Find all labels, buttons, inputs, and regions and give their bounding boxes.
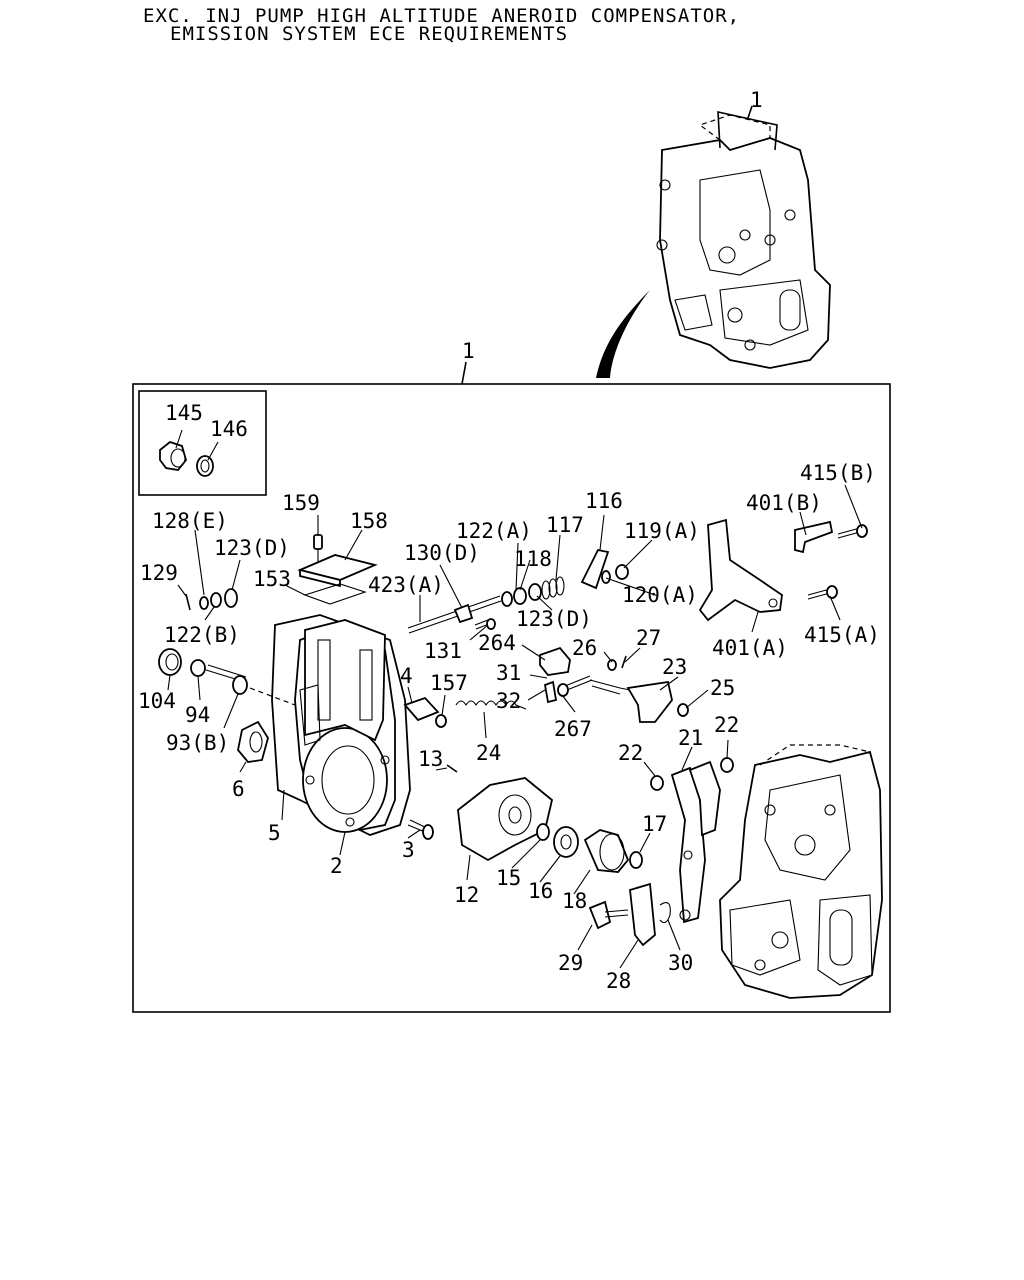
callout-label: 22 xyxy=(618,741,643,765)
lever-116 xyxy=(580,548,610,590)
spring-24 xyxy=(455,700,527,710)
header-title-line-2: EMISSION SYSTEM ECE REQUIREMENTS xyxy=(170,23,568,45)
callout-label: 159 xyxy=(282,491,320,515)
callout-label: 129 xyxy=(140,561,178,585)
callout-label: 5 xyxy=(268,821,281,845)
callout-label: 415(B) xyxy=(800,461,876,485)
pin-32 xyxy=(543,680,558,704)
bearing-16 xyxy=(553,826,579,858)
callout-label: 104 xyxy=(138,689,176,713)
callout-label: 117 xyxy=(546,513,584,537)
washer-22a xyxy=(650,775,664,791)
spring-117 xyxy=(541,576,565,600)
callout-label: 415(A) xyxy=(804,623,880,647)
callout-label: 128(E) xyxy=(152,509,228,533)
callout-label: 146 xyxy=(210,417,248,441)
callout-label: 24 xyxy=(476,741,501,765)
callout-label: 158 xyxy=(350,509,388,533)
callout-label: 123(D) xyxy=(214,536,290,560)
callout-label: 15 xyxy=(496,866,521,890)
callout-label: 130(D) xyxy=(404,541,480,565)
washer-15 xyxy=(536,823,550,841)
housing-bracket xyxy=(299,619,386,746)
callout-bracket-1-top xyxy=(717,110,778,151)
callout-label: 120(A) xyxy=(622,583,698,607)
callout-label: 1 xyxy=(462,339,475,363)
callout-label: 6 xyxy=(232,777,245,801)
callout-label: 264 xyxy=(478,631,516,655)
pin-29 xyxy=(588,900,629,930)
callout-label: 30 xyxy=(668,951,693,975)
pump-assembly-overview xyxy=(656,114,831,369)
lever-23 xyxy=(589,679,689,723)
callout-label: 23 xyxy=(662,655,687,679)
callout-label: 145 xyxy=(165,401,203,425)
callout-label: 157 xyxy=(430,671,468,695)
callout-label: 122(B) xyxy=(164,623,240,647)
pointer-arrow xyxy=(596,290,650,378)
exploded-view-frame xyxy=(132,383,891,1013)
callout-label: 28 xyxy=(606,969,631,993)
callout-labels: 1 1 145 146 159 158 128(E) 123(D) 129 15… xyxy=(138,88,880,993)
callout-label: 17 xyxy=(642,812,667,836)
leader-lines xyxy=(167,484,863,969)
inset-box xyxy=(138,390,267,496)
plate-28 xyxy=(629,882,656,947)
screw-159 xyxy=(313,534,323,562)
bracket-401b xyxy=(794,520,834,554)
callout-label: 267 xyxy=(554,717,592,741)
washer-22b xyxy=(720,757,734,773)
ring-17 xyxy=(629,851,643,869)
callout-label: 12 xyxy=(454,883,479,907)
callout-label: 131 xyxy=(424,639,462,663)
callout-label: 32 xyxy=(496,689,521,713)
callout-label: 16 xyxy=(528,879,553,903)
callout-label: 26 xyxy=(572,636,597,660)
callout-label: 18 xyxy=(562,889,587,913)
callout-label: 116 xyxy=(585,489,623,513)
flyweight-12 xyxy=(446,764,554,862)
header-title-line-1: EXC. INJ PUMP HIGH ALTITUDE ANEROID COMP… xyxy=(143,5,740,27)
washer-stack-left xyxy=(185,588,238,611)
block-264 xyxy=(539,646,571,676)
callout-label: 22 xyxy=(714,713,739,737)
inset-fitting xyxy=(159,429,219,477)
cap-6 xyxy=(237,720,269,763)
callout-label: 1 xyxy=(750,88,763,112)
lever-21 xyxy=(670,760,721,924)
callout-label: 29 xyxy=(558,951,583,975)
callout-label: 93(B) xyxy=(166,731,229,755)
callout-label: 94 xyxy=(185,703,210,727)
sleeve-18 xyxy=(583,829,630,873)
callout-label: 13 xyxy=(418,747,443,771)
callout-label: 122(A) xyxy=(456,519,532,543)
callout-label: 118 xyxy=(514,547,552,571)
callout-label: 401(B) xyxy=(746,491,822,515)
pump-body-detail xyxy=(719,744,883,999)
gasket-153 xyxy=(303,583,367,605)
callout-label: 31 xyxy=(496,661,521,685)
bracket-4 xyxy=(403,696,440,722)
bracket-401a xyxy=(698,518,783,622)
callout-label: 153 xyxy=(253,567,291,591)
callout-label: 2 xyxy=(330,854,343,878)
callout-label: 27 xyxy=(636,626,661,650)
callout-label: 123(D) xyxy=(516,607,592,631)
callout-label: 423(A) xyxy=(368,573,444,597)
adjust-screw-assembly xyxy=(158,648,296,706)
callout-label: 401(A) xyxy=(712,636,788,660)
clip-30 xyxy=(659,902,671,924)
shaft-assembly xyxy=(407,583,542,634)
callout-label: 4 xyxy=(400,664,413,688)
callout-label: 3 xyxy=(402,838,415,862)
callout-label: 119(A) xyxy=(624,519,700,543)
bolt-3 xyxy=(407,819,434,840)
callout-label: 25 xyxy=(710,676,735,700)
callout-label: 21 xyxy=(678,726,703,750)
